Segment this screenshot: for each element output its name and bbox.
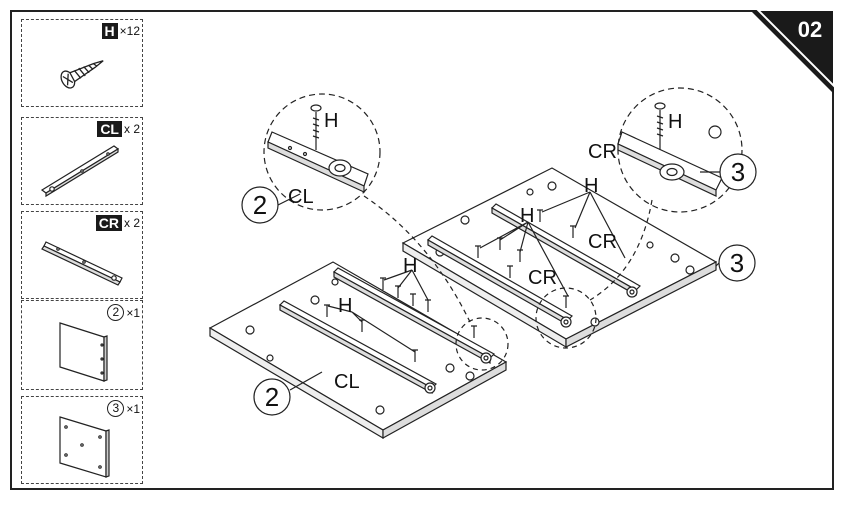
part-panel-2: 2 ×1 <box>21 300 143 390</box>
callout-circle-2-board <box>253 378 291 416</box>
callout-2-board: 2 <box>265 382 279 412</box>
detail-circle-left <box>263 93 381 211</box>
part-code: CR <box>95 215 122 231</box>
detail-circle-right <box>617 87 743 213</box>
part-rail-cl: CL x 2 <box>21 117 143 205</box>
part-quantity: ×1 <box>126 401 140 416</box>
callout-3-board: 3 <box>730 248 744 278</box>
screw-icon <box>60 60 104 89</box>
label-h-1: H <box>584 175 598 197</box>
board-3 <box>401 167 718 349</box>
detail-connectors <box>363 195 653 371</box>
part-code: H <box>101 23 118 39</box>
part-screw-h: H ×12 <box>21 19 143 107</box>
part-quantity: x 2 <box>123 216 140 230</box>
rail-left-icon <box>40 145 120 198</box>
label-h-detail-right: H <box>668 111 682 133</box>
label-cl-detail: CL <box>288 186 314 208</box>
panel-3-icon <box>59 416 110 478</box>
part-rail-cr: CR x 2 <box>21 211 143 299</box>
label-h-detail-left: H <box>324 110 338 132</box>
part-panel-3: 3 ×1 <box>21 396 143 484</box>
rail-cr-1 <box>491 203 641 298</box>
callout-3-detail: 3 <box>731 157 745 187</box>
callout-2-detail: 2 <box>253 190 267 220</box>
label-cr-detail: CR <box>588 141 617 163</box>
step-badge: 02 <box>750 10 834 94</box>
label-cr-2: CR <box>528 267 557 289</box>
part-quantity: ×1 <box>126 305 140 320</box>
leader-lines <box>327 191 626 353</box>
part-code: 2 <box>107 304 125 321</box>
part-code: CL <box>97 121 122 137</box>
label-cl-board: CL <box>334 371 360 393</box>
label-cr-1: CR <box>588 231 617 253</box>
part-code: 3 <box>107 400 125 417</box>
rail-cl-1 <box>333 267 495 365</box>
panel-2-icon <box>59 322 108 382</box>
rail-cl-2 <box>279 300 437 395</box>
label-h-3: H <box>403 255 417 277</box>
rail-cr-2 <box>427 235 573 328</box>
label-h-2: H <box>520 205 534 227</box>
part-quantity: ×12 <box>119 24 140 38</box>
rail-right-icon <box>41 241 123 286</box>
step-number: 02 <box>798 17 822 42</box>
part-quantity: x 2 <box>123 122 140 136</box>
instruction-frame: 02 H ×12 CL x 2 <box>10 10 834 490</box>
label-h-4: H <box>338 295 352 317</box>
